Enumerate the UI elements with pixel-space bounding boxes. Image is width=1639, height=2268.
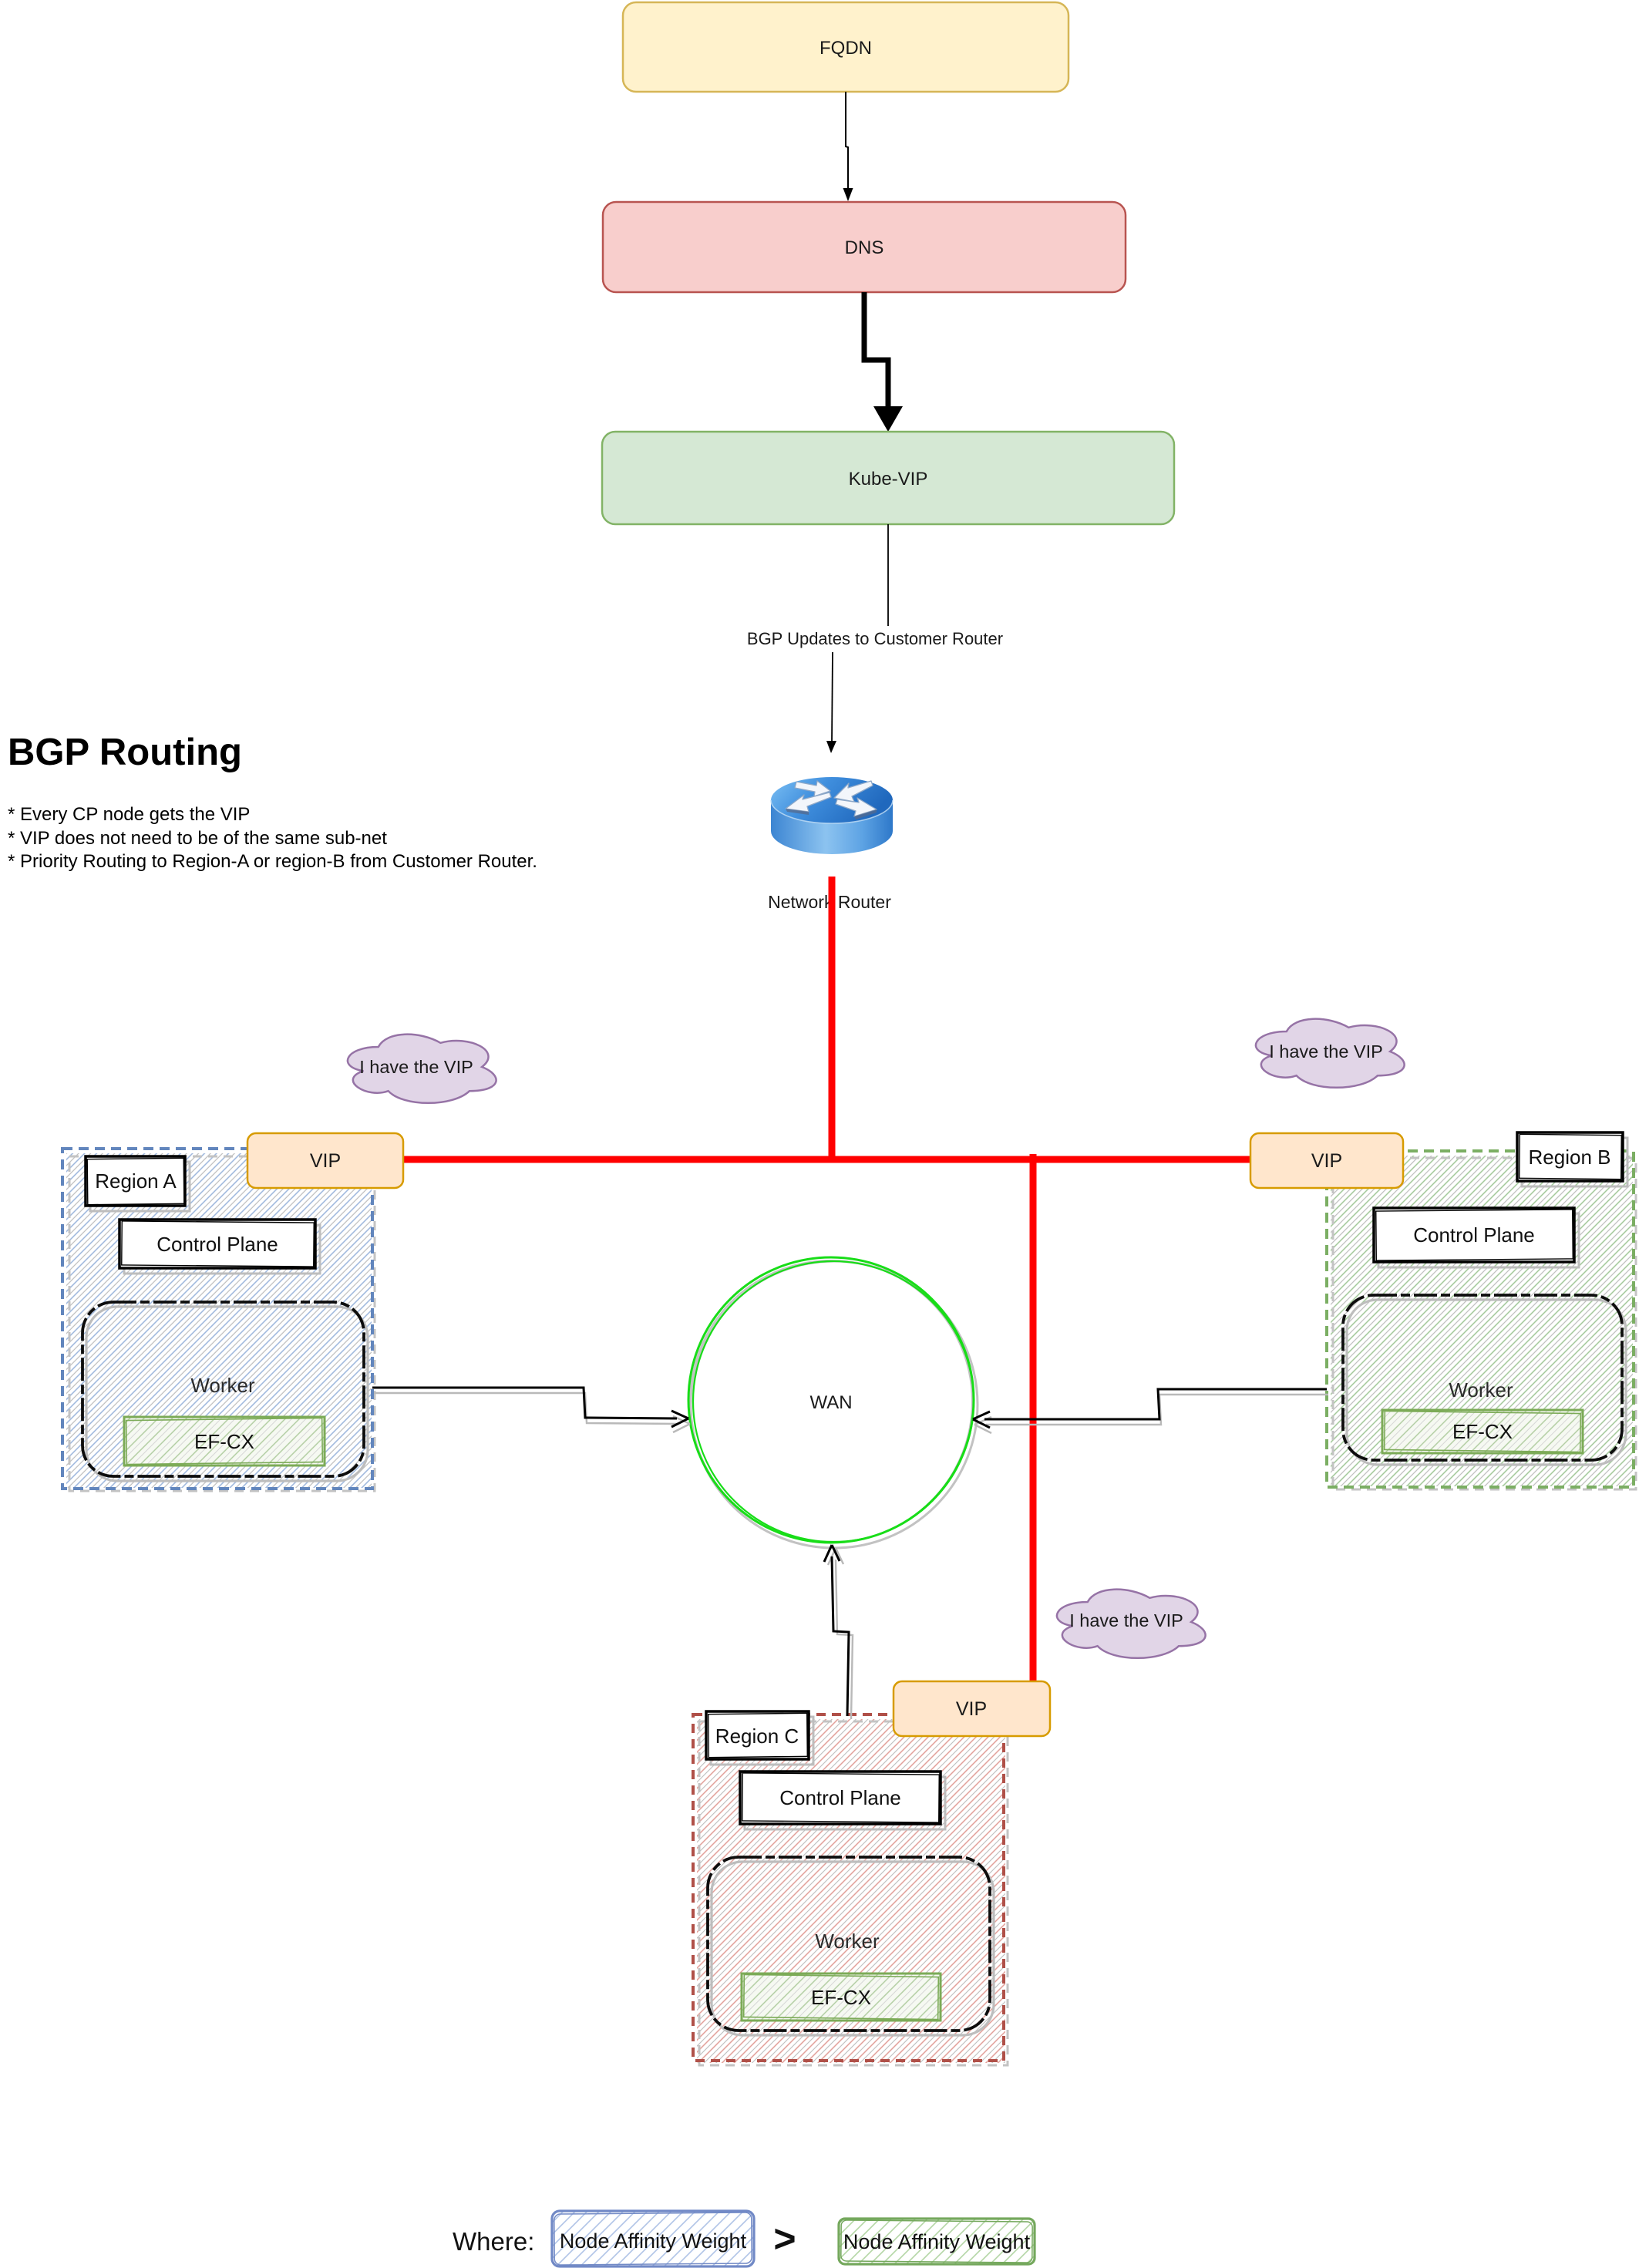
- svg-text:DNS: DNS: [845, 237, 884, 258]
- svg-text:Region C: Region C: [715, 1725, 799, 1748]
- svg-text:VIP: VIP: [1311, 1150, 1342, 1172]
- svg-text:I have the VIP: I have the VIP: [1269, 1041, 1383, 1062]
- svg-text:EF-CX: EF-CX: [811, 1986, 871, 2009]
- svg-text:VIP: VIP: [956, 1698, 987, 1720]
- svg-text:FQDN: FQDN: [820, 38, 872, 59]
- svg-text:Control Plane: Control Plane: [779, 1786, 901, 1809]
- svg-text:Worker: Worker: [1449, 1378, 1513, 1402]
- svg-text:I have the VIP: I have the VIP: [359, 1057, 473, 1077]
- svg-text:VIP: VIP: [310, 1150, 341, 1172]
- svg-text:Kube-VIP: Kube-VIP: [849, 469, 928, 490]
- svg-text:Worker: Worker: [190, 1374, 255, 1397]
- svg-text:EF-CX: EF-CX: [1452, 1420, 1513, 1443]
- svg-text:Node Affinity Weight: Node Affinity Weight: [843, 2230, 1031, 2253]
- svg-text:* VIP does not need to be of t: * VIP does not need to be of the same su…: [8, 828, 387, 849]
- svg-text:I have the VIP: I have the VIP: [1069, 1610, 1183, 1630]
- svg-text:Node Affinity Weight: Node Affinity Weight: [560, 2229, 747, 2253]
- svg-text:Control Plane: Control Plane: [156, 1233, 278, 1256]
- svg-text:Region A: Region A: [95, 1169, 177, 1193]
- svg-text:EF-CX: EF-CX: [194, 1430, 254, 1453]
- svg-text:Control Plane: Control Plane: [1413, 1223, 1535, 1247]
- svg-text:Where:: Where:: [453, 2227, 534, 2256]
- svg-text:BGP Updates to Customer Router: BGP Updates to Customer Router: [747, 629, 1003, 648]
- svg-text:Worker: Worker: [815, 1930, 880, 1953]
- svg-text:Region B: Region B: [1529, 1146, 1611, 1169]
- svg-text:* Every CP node gets the VIP: * Every CP node gets the VIP: [8, 804, 250, 825]
- svg-text:WAN: WAN: [809, 1392, 852, 1413]
- svg-text:BGP Routing: BGP Routing: [8, 732, 242, 773]
- svg-text:>: >: [773, 2217, 796, 2260]
- svg-text:* Priority Routing to Region-A: * Priority Routing to Region-A or region…: [8, 851, 537, 872]
